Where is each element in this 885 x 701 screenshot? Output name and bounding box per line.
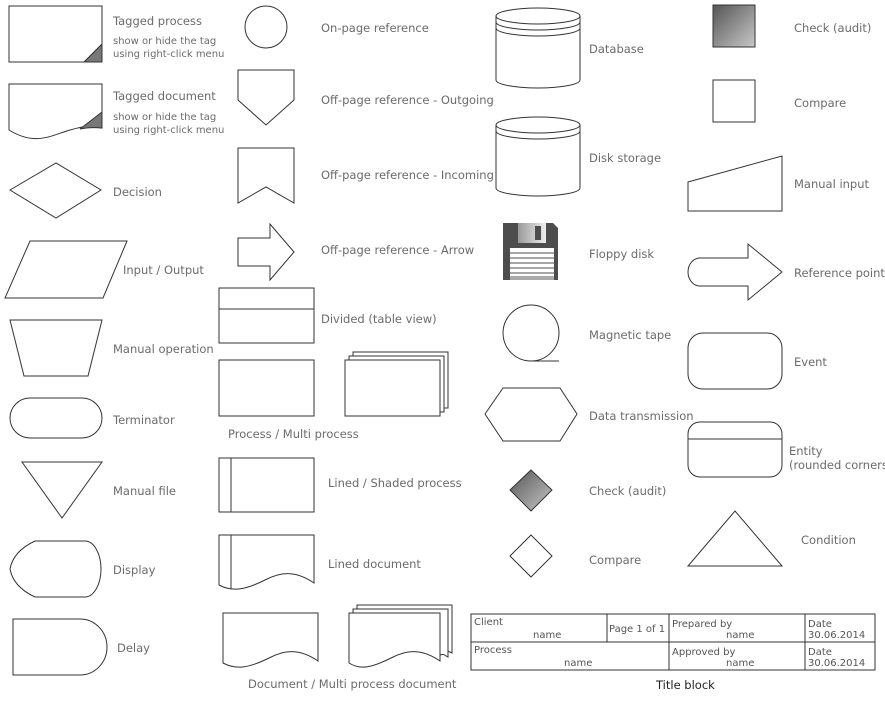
- tagged-process-label: Tagged process: [112, 14, 202, 28]
- tagged-document-label: Tagged document: [112, 89, 216, 103]
- lined-process-shape[interactable]: [218, 457, 315, 513]
- lined-document-shape[interactable]: [218, 534, 315, 590]
- check-audit-diamond-label: Check (audit): [589, 484, 666, 498]
- data-transmission-shape[interactable]: [484, 387, 578, 442]
- manual-input-label: Manual input: [794, 177, 870, 191]
- compare-diamond-shape[interactable]: [509, 534, 553, 578]
- compare-diamond-label: Compare: [589, 553, 641, 567]
- display-shape[interactable]: [9, 540, 102, 598]
- process-value: name: [564, 658, 592, 669]
- event-label: Event: [794, 355, 827, 369]
- display-label: Display: [113, 563, 156, 577]
- divided-label: Divided (table view): [321, 312, 437, 326]
- multi-document-shape[interactable]: [348, 604, 453, 668]
- multi-process-shape[interactable]: [344, 351, 449, 417]
- date2-value: 30.06.2014: [808, 658, 865, 669]
- date2-label: Date: [808, 647, 832, 658]
- check-audit-square-label: Check (audit): [794, 21, 871, 35]
- tagged-process-note: using right-click menu: [113, 49, 224, 60]
- floppy-disk-label: Floppy disk: [589, 247, 654, 261]
- reference-point-label: Reference point: [794, 266, 885, 280]
- tagged-process-shape[interactable]: [8, 5, 103, 63]
- document-multi-label: Document / Multi process document: [248, 677, 457, 691]
- decision-shape[interactable]: [9, 162, 102, 219]
- check-audit-square-shape[interactable]: [712, 4, 756, 48]
- delay-shape[interactable]: [12, 618, 108, 676]
- compare-square-label: Compare: [794, 96, 846, 110]
- compare-square-shape[interactable]: [712, 79, 756, 123]
- prepared-label: Prepared by: [672, 619, 732, 630]
- terminator-label: Terminator: [112, 413, 175, 427]
- document-shape[interactable]: [222, 612, 319, 668]
- manual-operation-shape[interactable]: [9, 319, 103, 377]
- data-transmission-label: Data transmission: [589, 409, 694, 423]
- entity-shape[interactable]: [687, 421, 783, 478]
- off-page-arrow-label: Off-page reference - Arrow: [321, 243, 474, 257]
- process-label: Process: [474, 645, 512, 656]
- input-output-shape[interactable]: [4, 240, 128, 299]
- title-block[interactable]: Client name Page 1 of 1 Prepared by name…: [470, 613, 876, 671]
- disk-storage-label: Disk storage: [589, 151, 661, 165]
- check-audit-diamond-shape[interactable]: [509, 469, 553, 512]
- off-page-outgoing-label: Off-page reference - Outgoing: [321, 93, 494, 107]
- database-shape[interactable]: [495, 7, 581, 89]
- client-label: Client: [474, 617, 503, 628]
- off-page-arrow-shape[interactable]: [237, 222, 295, 282]
- input-output-label: Input / Output: [123, 263, 204, 277]
- floppy-disk-shape[interactable]: [503, 223, 558, 280]
- entity-label-note: (rounded corners): [789, 458, 885, 472]
- off-page-outgoing-shape[interactable]: [237, 69, 295, 126]
- date1-label: Date: [808, 619, 832, 630]
- manual-operation-label: Manual operation: [113, 342, 214, 356]
- process-shape[interactable]: [218, 359, 315, 417]
- on-page-reference-shape[interactable]: [244, 5, 288, 49]
- off-page-incoming-label: Off-page reference - Incoming: [321, 168, 494, 182]
- delay-label: Delay: [117, 641, 150, 655]
- entity-label: Entity: [789, 444, 823, 458]
- tagged-document-shape[interactable]: [8, 83, 103, 140]
- event-shape[interactable]: [687, 332, 783, 390]
- disk-storage-shape[interactable]: [495, 116, 581, 197]
- off-page-incoming-shape[interactable]: [237, 147, 295, 204]
- reference-point-shape[interactable]: [687, 242, 783, 302]
- manual-file-shape[interactable]: [21, 461, 103, 519]
- tagged-document-note: using right-click menu: [113, 125, 224, 136]
- manual-input-shape[interactable]: [687, 155, 783, 212]
- prepared-value: name: [726, 630, 754, 641]
- page-text: Page 1 of 1: [609, 624, 665, 635]
- manual-file-label: Manual file: [113, 484, 176, 498]
- client-value: name: [533, 630, 561, 641]
- database-label: Database: [589, 42, 644, 56]
- magnetic-tape-shape[interactable]: [502, 304, 560, 362]
- date1-value: 30.06.2014: [808, 630, 865, 641]
- lined-shaded-label: Lined / Shaded process: [328, 476, 462, 490]
- magnetic-tape-label: Magnetic tape: [589, 328, 671, 342]
- lined-document-label: Lined document: [328, 557, 421, 571]
- tagged-process-note: show or hide the tag: [113, 36, 216, 47]
- approved-value: name: [726, 658, 754, 669]
- tagged-document-note: show or hide the tag: [113, 112, 216, 123]
- decision-label: Decision: [113, 185, 162, 199]
- on-page-reference-label: On-page reference: [321, 21, 429, 35]
- terminator-shape[interactable]: [9, 397, 103, 439]
- approved-label: Approved by: [672, 647, 735, 658]
- condition-label: Condition: [801, 533, 856, 547]
- title-block-caption: Title block: [655, 678, 715, 692]
- process-multi-label: Process / Multi process: [228, 427, 359, 441]
- divided-shape[interactable]: [218, 287, 315, 344]
- condition-shape[interactable]: [686, 510, 784, 567]
